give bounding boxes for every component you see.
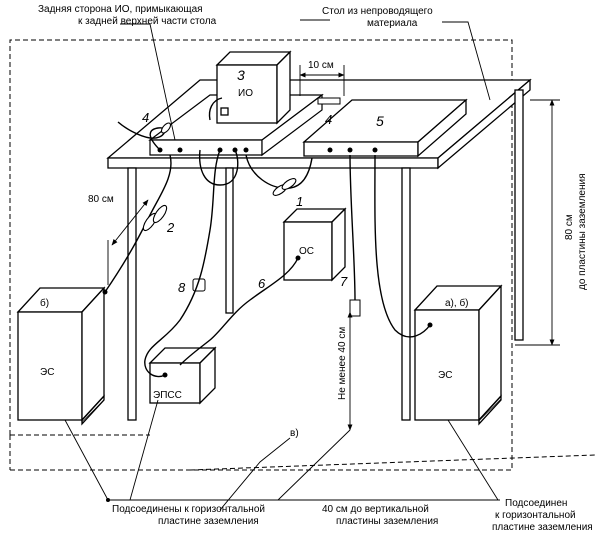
connector-4-right — [317, 97, 341, 105]
number-3: 3 — [237, 67, 245, 83]
label-bottom-right-1: Подсоединен — [505, 498, 567, 509]
label-bottom-mid-1: 40 см до вертикальной — [322, 504, 429, 515]
label-dim-80cm-right-1: 80 см — [564, 214, 575, 240]
number-6: 6 — [258, 276, 266, 291]
label-top-right-1: Стол из непроводящего — [322, 6, 433, 17]
number-1: 1 — [296, 194, 303, 209]
number-5: 5 — [376, 113, 384, 129]
label-top-left-2: к задней верхней части стола — [78, 16, 217, 27]
number-8: 8 — [178, 280, 186, 295]
es-right-box — [413, 284, 503, 426]
label-os: ОС — [299, 246, 314, 257]
number-7: 7 — [340, 274, 348, 289]
cables — [104, 97, 431, 378]
label-es-left-tag: б) — [40, 297, 49, 309]
label-marker-v: в) — [290, 428, 299, 439]
label-es-right: ЭС — [438, 370, 452, 381]
number-2: 2 — [166, 220, 175, 235]
number-4-right: 4 — [325, 112, 332, 127]
label-bottom-right-2: к горизонтальной — [495, 510, 576, 521]
es-left-box — [16, 286, 106, 426]
label-bottom-left-2: пластине заземления — [158, 516, 259, 527]
label-es-left: ЭС — [40, 367, 54, 378]
labels: Задняя сторона ИО, примыкающая к задней … — [38, 4, 593, 533]
label-epss: ЭПСС — [153, 390, 182, 401]
label-es-right-tag: а), б) — [445, 297, 469, 309]
io-box — [215, 50, 292, 125]
dimension-lines — [64, 19, 560, 511]
label-bottom-mid-2: пластины заземления — [336, 516, 438, 527]
label-dim-80cm-right-2: до пластины заземления — [577, 173, 588, 290]
epss-box — [148, 346, 217, 405]
label-dim-10cm: 10 см — [308, 60, 334, 71]
ground-plane-outline — [9, 39, 596, 471]
os-box — [282, 207, 347, 282]
number-4-left: 4 — [142, 110, 149, 125]
label-dim-40cm: Не менее 40 см — [337, 327, 348, 400]
label-bottom-left-1: Подсоединены к горизонтальной — [112, 504, 265, 515]
label-dim-80cm-left: 80 см — [88, 194, 114, 205]
connector-dots — [102, 147, 433, 378]
box-5 — [302, 98, 468, 158]
label-top-left-1: Задняя сторона ИО, примыкающая — [38, 4, 203, 15]
cable-7-block — [349, 299, 361, 317]
label-top-right-2: материала — [367, 18, 418, 29]
label-io: ИО — [238, 88, 253, 99]
label-bottom-right-3: пластине заземления — [492, 522, 593, 533]
